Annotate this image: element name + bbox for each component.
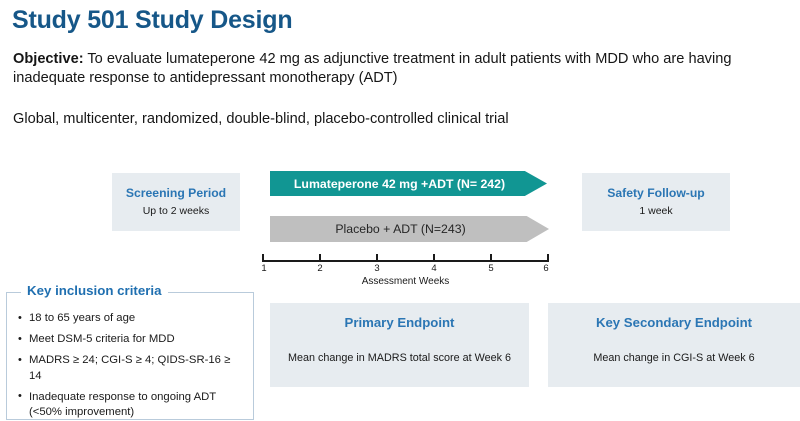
axis-tick-label-1: 1 bbox=[261, 263, 267, 274]
objective-paragraph: Objective: To evaluate lumateperone 42 m… bbox=[13, 50, 788, 88]
placebo-arm-bar: Placebo + ADT (N=243) bbox=[270, 216, 549, 242]
list-item: 18 to 65 years of age bbox=[18, 311, 245, 327]
axis-tick-5 bbox=[490, 254, 492, 261]
axis-tick-label-2: 2 bbox=[317, 263, 323, 274]
key-secondary-endpoint-title: Key Secondary Endpoint bbox=[595, 315, 753, 330]
key-secondary-endpoint-panel: Key Secondary Endpoint Mean change in CG… bbox=[548, 303, 800, 387]
key-inclusion-criteria-box: Key inclusion criteria 18 to 65 years of… bbox=[6, 283, 254, 421]
trial-design-paragraph: Global, multicenter, randomized, double-… bbox=[13, 111, 509, 127]
objective-text: To evaluate lumateperone 42 mg as adjunc… bbox=[13, 51, 732, 86]
page-title: Study 501 Study Design bbox=[12, 6, 293, 34]
axis-tick-label-3: 3 bbox=[374, 263, 380, 274]
primary-endpoint-panel: Primary Endpoint Mean change in MADRS to… bbox=[270, 303, 529, 387]
screening-period-duration: Up to 2 weeks bbox=[142, 205, 210, 217]
assessment-weeks-axis: 1 2 3 4 5 6 Assessment Weeks bbox=[261, 254, 549, 288]
axis-tick-4 bbox=[433, 254, 435, 261]
safety-followup-panel: Safety Follow-up 1 week bbox=[582, 173, 730, 231]
list-item: Inadequate response to ongoing ADT (<50%… bbox=[18, 389, 245, 421]
lumateperone-arm-label: Lumateperone 42 mg +ADT (N= 242) bbox=[293, 176, 506, 191]
axis-tick-6 bbox=[547, 254, 549, 261]
lumateperone-arm-bar: Lumateperone 42 mg +ADT (N= 242) bbox=[270, 171, 547, 196]
primary-endpoint-description: Mean change in MADRS total score at Week… bbox=[287, 352, 512, 364]
screening-period-panel: Screening Period Up to 2 weeks bbox=[112, 173, 240, 231]
primary-endpoint-title: Primary Endpoint bbox=[344, 315, 455, 330]
axis-line bbox=[262, 260, 549, 262]
placebo-arm-label: Placebo + ADT (N=243) bbox=[335, 222, 466, 236]
key-inclusion-criteria-legend: Key inclusion criteria bbox=[21, 283, 168, 298]
axis-tick-2 bbox=[319, 254, 321, 261]
axis-caption: Assessment Weeks bbox=[361, 276, 450, 287]
safety-followup-title: Safety Follow-up bbox=[607, 186, 705, 200]
list-item: Meet DSM-5 criteria for MDD bbox=[18, 332, 245, 348]
axis-tick-label-6: 6 bbox=[543, 263, 549, 274]
safety-followup-duration: 1 week bbox=[639, 205, 673, 217]
list-item: MADRS ≥ 24; CGI-S ≥ 4; QIDS-SR-16 ≥ 14 bbox=[18, 353, 245, 384]
objective-label: Objective: bbox=[13, 51, 84, 67]
key-secondary-endpoint-description: Mean change in CGI-S at Week 6 bbox=[593, 352, 755, 364]
axis-tick-3 bbox=[376, 254, 378, 261]
axis-tick-label-4: 4 bbox=[431, 263, 437, 274]
axis-tick-1 bbox=[262, 254, 264, 261]
key-inclusion-criteria-list: 18 to 65 years of age Meet DSM-5 criteri… bbox=[7, 293, 253, 421]
axis-tick-label-5: 5 bbox=[488, 263, 494, 274]
screening-period-title: Screening Period bbox=[125, 186, 227, 200]
